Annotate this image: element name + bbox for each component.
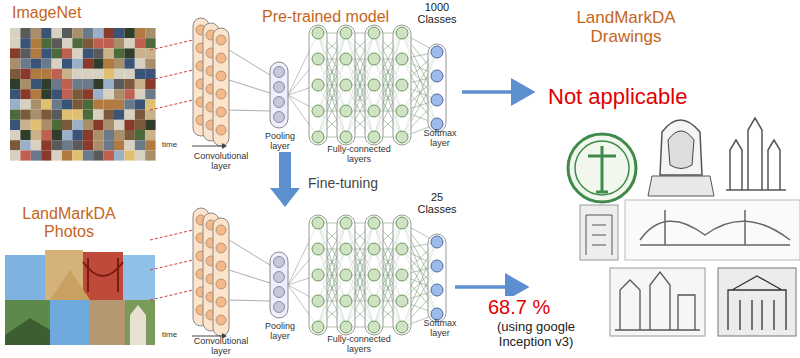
finetune-arrow xyxy=(270,152,300,207)
class-count: 25 Classes xyxy=(414,191,460,216)
dataset-name: LandMarkDA Drawings xyxy=(566,8,686,46)
layer-name: Convolutional layer xyxy=(190,151,252,171)
imagenet-mosaic xyxy=(10,28,156,161)
layer-name: Convolutional layer xyxy=(190,336,252,356)
layer-name: Pooling layer xyxy=(258,131,302,151)
axis-label: time xyxy=(162,141,177,150)
model-title: Pre-trained model xyxy=(262,8,389,26)
layer-name: Softmax layer xyxy=(420,318,460,338)
layer-name: Fully-connected layers xyxy=(322,334,396,354)
drawing-collage xyxy=(568,118,800,336)
model-note: (using google Inception v3) xyxy=(478,320,594,349)
class-count: 1000 Classes xyxy=(414,1,460,26)
network-figure xyxy=(150,18,446,339)
result-text: Not applicable xyxy=(546,85,689,110)
result-arrow xyxy=(455,285,526,289)
layer-name: Fully-connected layers xyxy=(322,144,396,164)
dataset-name: LandMarkDA Photos xyxy=(14,205,124,241)
result-arrow xyxy=(462,90,532,94)
photo-collage xyxy=(5,250,155,345)
accuracy-value: 68.7 % xyxy=(486,296,552,318)
dataset-name: ImageNet xyxy=(12,4,81,22)
layer-name: Pooling layer xyxy=(258,321,302,341)
layer-name: Softmax layer xyxy=(420,128,460,148)
axis-label: time xyxy=(162,331,177,340)
step-label: Fine-tuning xyxy=(308,176,378,192)
